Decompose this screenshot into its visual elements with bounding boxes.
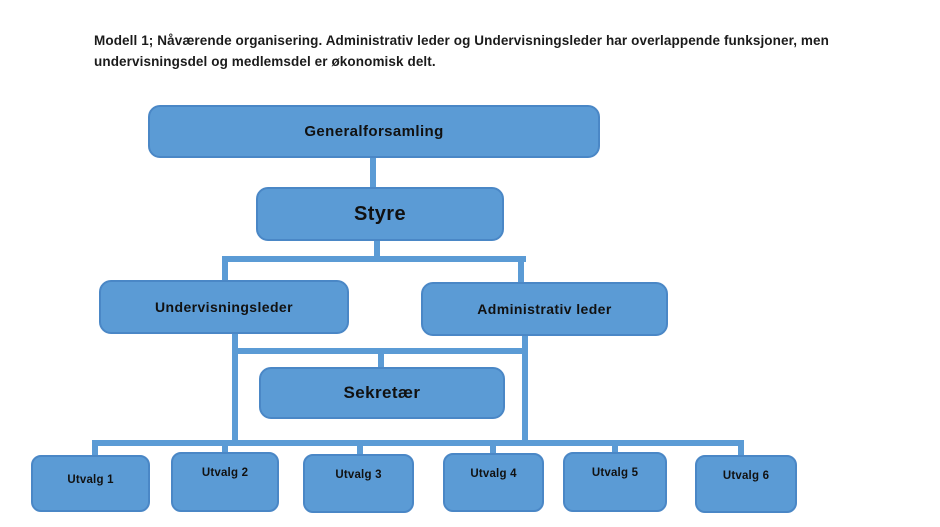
connector-undervisningsleder-down	[232, 333, 238, 445]
connector-to-utvalg-4	[490, 440, 496, 455]
node-utvalg-6: Utvalg 6	[695, 455, 797, 513]
connector-to-utvalg-5	[612, 440, 618, 454]
connector-styre-stub	[374, 239, 380, 262]
node-undervisningsleder: Undervisningsleder	[99, 280, 349, 334]
figure-caption: Modell 1; Nåværende organisering. Admini…	[94, 30, 829, 72]
connector-to-administrativ-leder	[518, 256, 524, 284]
node-utvalg-5: Utvalg 5	[563, 452, 667, 512]
connector-administrativ-leder-down	[522, 335, 528, 445]
node-utvalg-3: Utvalg 3	[303, 454, 414, 513]
node-utvalg-1: Utvalg 1	[31, 455, 150, 512]
connector-generalforsamling-styre	[370, 156, 376, 190]
node-styre: Styre	[256, 187, 504, 241]
connector-styre-branch	[222, 256, 526, 262]
connector-to-utvalg-6	[738, 440, 744, 457]
caption-line-2: undervisningsdel og medlemsdel er økonom…	[94, 54, 436, 69]
node-sekretaer: Sekretær	[259, 367, 505, 419]
connector-to-sekretaer	[378, 348, 384, 369]
connector-to-utvalg-1	[92, 440, 98, 457]
node-utvalg-4: Utvalg 4	[443, 453, 544, 512]
node-utvalg-2: Utvalg 2	[171, 452, 279, 512]
connector-to-utvalg-2	[222, 440, 228, 454]
connector-utvalg-branch	[92, 440, 744, 446]
node-generalforsamling: Generalforsamling	[148, 105, 600, 158]
caption-line-1: Modell 1; Nåværende organisering. Admini…	[94, 33, 829, 48]
connector-to-undervisningsleder	[222, 256, 228, 282]
node-administrativ-leder: Administrativ leder	[421, 282, 668, 336]
connector-to-utvalg-3	[357, 440, 363, 456]
